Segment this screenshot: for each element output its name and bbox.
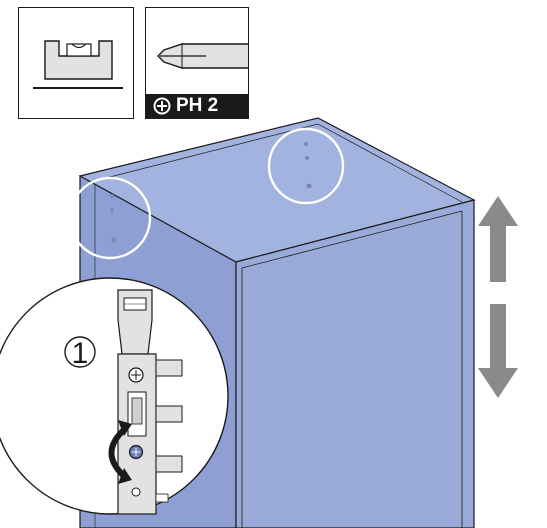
step-number-circle [64,336,96,368]
right-hole-3 [306,183,312,189]
spirit-level-icon [33,40,123,89]
phillips-screwdriver-icon [157,43,248,69]
detail-circle [0,277,229,515]
cabinet-front-panel [235,199,475,528]
screwdriver-tool-box: PH 2 [145,7,249,119]
fitting-mount-hole [131,487,141,497]
rotate-arrow-icon [108,425,129,479]
left-hole-3 [111,237,117,243]
left-hole-highlight-circle [68,176,152,260]
phillips-plus-icon [153,97,171,115]
arrow-down-icon [478,304,518,398]
fitting-tab-3 [155,455,183,473]
right-hole-1 [304,142,308,146]
fitting-tab-2 [155,405,183,423]
level-tool-box [18,7,134,119]
fitting-tab-1 [155,359,183,377]
left-hole-2 [110,208,114,212]
right-hole-highlight-circle [267,127,345,205]
step-number: 1 [72,337,89,370]
left-hole-1 [110,194,114,198]
top-right-edge [317,123,463,203]
right-hole-2 [305,156,309,160]
front-inner-top-edge [241,210,463,269]
hinge-detail-callout: 1 [0,277,229,515]
screwdriver-bit-label: PH 2 [146,94,248,118]
arrow-up-icon [478,196,518,282]
bit-size-text: PH 2 [176,95,219,116]
top-back-edge [89,123,319,183]
